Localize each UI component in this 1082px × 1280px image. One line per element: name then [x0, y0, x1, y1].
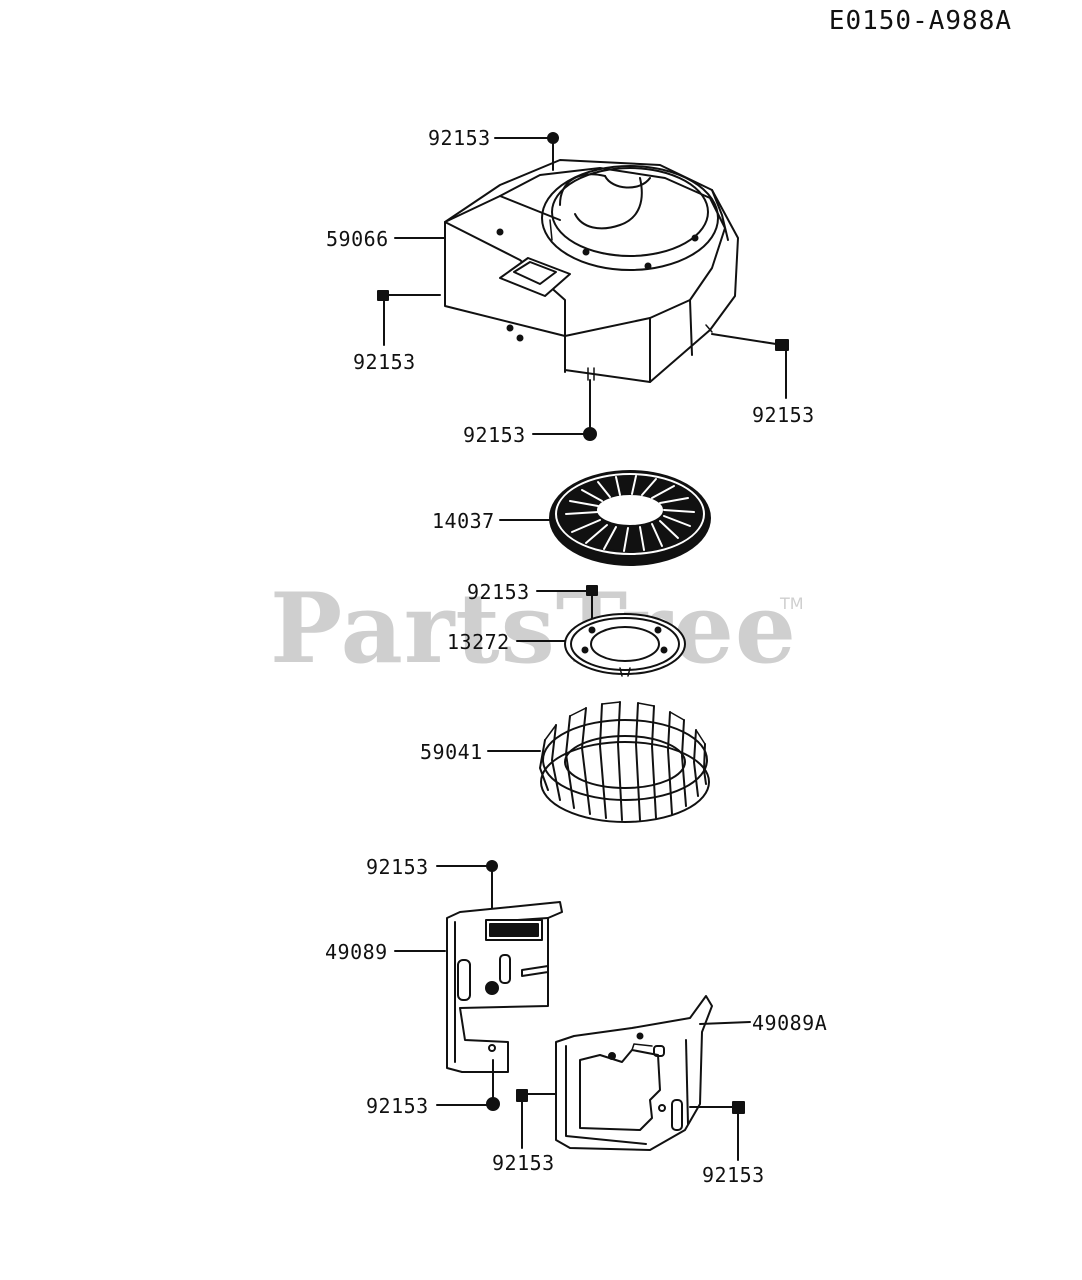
diagram-code: E0150-A988A [828, 6, 1012, 36]
bolt-right[interactable] [711, 333, 789, 399]
part-label[interactable]: 49089 [325, 940, 388, 964]
part-label[interactable]: 14037 [432, 509, 495, 533]
part-label[interactable]: 92153 [366, 855, 429, 879]
baffle-49089[interactable] [394, 860, 563, 1111]
rotating-screen[interactable] [499, 470, 711, 566]
baffle-49089A[interactable] [516, 995, 751, 1161]
part-label[interactable]: 92153 [702, 1163, 765, 1187]
part-label[interactable]: 92153 [752, 403, 815, 427]
part-label[interactable]: 92153 [463, 423, 526, 447]
part-label[interactable]: 13272 [447, 630, 510, 654]
watermark-trademark: TM [780, 594, 804, 613]
part-label[interactable]: 49089A [752, 1011, 828, 1035]
blower-housing[interactable] [444, 159, 739, 383]
part-label[interactable]: 92153 [428, 126, 491, 150]
part-label[interactable]: 92153 [492, 1151, 555, 1175]
bolt-top[interactable] [494, 132, 559, 171]
part-label[interactable]: 92153 [366, 1094, 429, 1118]
cooling-fan[interactable] [487, 701, 710, 823]
bolt-plate[interactable] [536, 585, 598, 626]
part-label[interactable]: 92153 [353, 350, 416, 374]
fan-plate[interactable] [516, 613, 686, 677]
watermark-brand: PartsTree [270, 572, 797, 685]
part-label[interactable]: 59041 [420, 740, 483, 764]
part-label[interactable]: 59066 [326, 227, 389, 251]
bolt-left[interactable] [377, 290, 441, 346]
bolt-bottom-housing[interactable] [532, 379, 597, 441]
part-label[interactable]: 92153 [467, 580, 530, 604]
